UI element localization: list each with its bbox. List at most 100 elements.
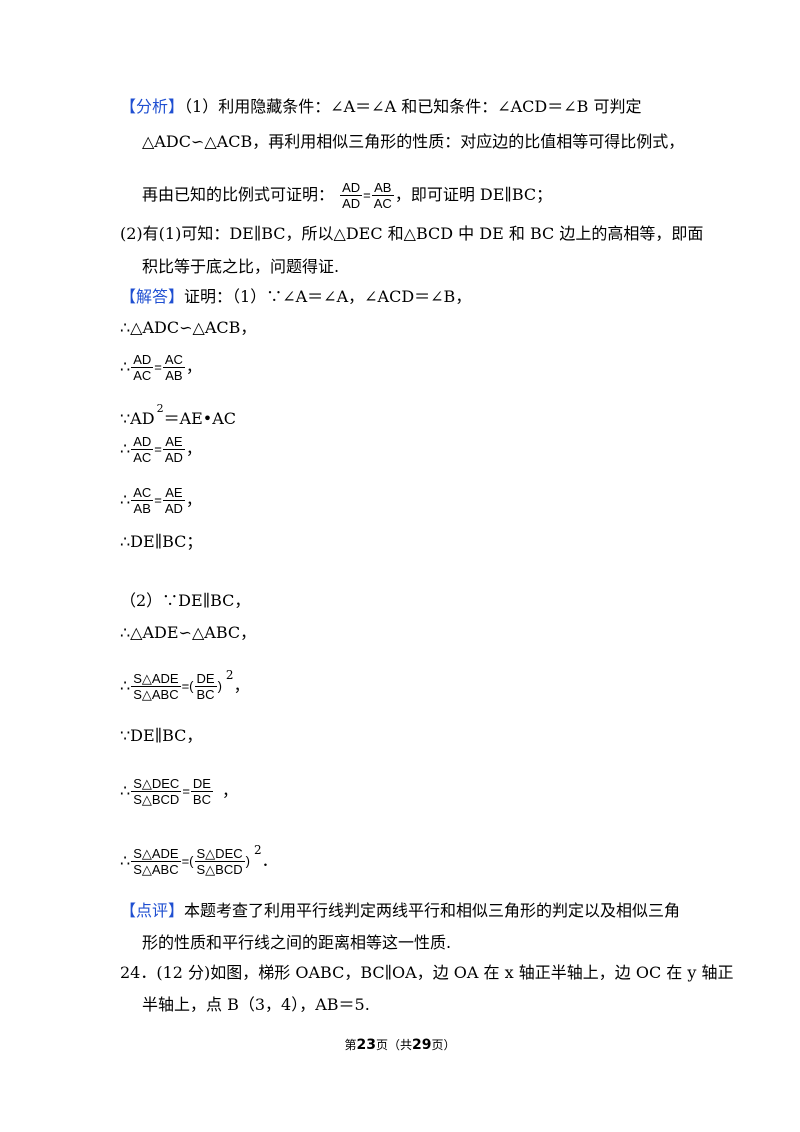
solution-part2-text-2: ∴△ADE∽△ABC， xyxy=(120,623,257,642)
problem-24-text-2: 半轴上，点 B（3，4），AB＝5. xyxy=(142,995,370,1014)
therefore: ∴ xyxy=(120,781,131,800)
denominator: S△BCD xyxy=(196,862,243,877)
close-paren: ) xyxy=(217,678,222,694)
therefore: ∴ xyxy=(120,439,131,458)
solution-text-4a: ∵AD xyxy=(120,409,155,428)
analysis-text-2: △ADC∽△ACB，再利用相似三角形的性质：对应边的比值相等可得比例式， xyxy=(142,132,685,151)
equals-paren: =( xyxy=(181,853,194,869)
analysis-line-5: 积比等于底之比，问题得证. xyxy=(142,256,339,278)
therefore: ∴ xyxy=(120,357,131,376)
equals: = xyxy=(363,187,371,203)
solution-text-7: ∴DE∥BC； xyxy=(120,532,203,551)
analysis-text-3b: ，即可证明 DE∥BC； xyxy=(394,185,553,204)
solution-part2-line-4: ∵DE∥BC， xyxy=(120,725,202,747)
therefore: ∴ xyxy=(120,490,131,509)
solution-part2-line-1: （2）∵DE∥BC， xyxy=(120,590,250,612)
page-number: 23 xyxy=(356,1037,376,1053)
solution-tag: 【解答】 xyxy=(120,287,185,306)
numerator: AD xyxy=(131,434,154,450)
problem-24-line-2: 半轴上，点 B（3，4），AB＝5. xyxy=(142,994,370,1016)
numerator: AE xyxy=(162,485,185,501)
numerator: DE xyxy=(194,671,217,687)
comma: ， xyxy=(185,490,202,509)
superscript: 2 xyxy=(156,402,164,415)
problem-24-line-1: 24．(12 分)如图，梯形 OABC，BC∥OA，边 OA 在 x 轴正半轴上… xyxy=(120,962,734,984)
denominator: AB xyxy=(133,501,151,516)
analysis-line-4: (2)有(1)可知：DE∥BC，所以△DEC 和△BCD 中 DE 和 BC 边… xyxy=(120,223,703,245)
denominator: BC xyxy=(196,687,215,702)
denominator: S△BCD xyxy=(133,792,180,807)
solution-line-7: ∴DE∥BC； xyxy=(120,531,202,553)
comma: ， xyxy=(185,357,202,376)
numerator: AC xyxy=(131,485,154,501)
solution-line-4: ∵AD2＝AE•AC xyxy=(120,398,236,430)
equals: = xyxy=(154,492,162,508)
problem-24-text-1: 24．(12 分)如图，梯形 OABC，BC∥OA，边 OA 在 x 轴正半轴上… xyxy=(120,963,734,982)
comment-tag: 【点评】 xyxy=(120,901,185,920)
denominator: AC xyxy=(133,450,152,465)
close-paren: ) xyxy=(245,853,250,869)
solution-text-1: 证明：（1）∵∠A＝∠A，∠ACD＝∠B， xyxy=(184,287,472,306)
numerator: DE xyxy=(190,776,213,792)
solution-part2-line-2: ∴△ADE∽△ABC， xyxy=(120,622,256,644)
numerator: AD xyxy=(131,352,154,368)
exponent: 2 xyxy=(253,843,262,857)
numerator: S△DEC xyxy=(131,776,182,792)
denominator: AD xyxy=(342,196,361,211)
comma: ， xyxy=(221,781,238,800)
denominator: S△ABC xyxy=(133,687,179,702)
analysis-text-3: 再由已知的比例式可证明： xyxy=(142,185,335,204)
solution-line-1: 【解答】证明：（1）∵∠A＝∠A，∠ACD＝∠B， xyxy=(120,286,471,308)
denominator: AB xyxy=(165,368,183,383)
period: ． xyxy=(261,851,278,870)
numerator: AB xyxy=(371,180,394,196)
solution-part2-text-1: （2）∵DE∥BC， xyxy=(120,591,251,610)
denominator: AC xyxy=(133,368,152,383)
numerator: S△ADE xyxy=(131,846,181,862)
analysis-text-5: 积比等于底之比，问题得证. xyxy=(142,257,340,276)
comma: ， xyxy=(185,439,202,458)
analysis-line-1: 【分析】（1）利用隐藏条件：∠A＝∠A 和已知条件：∠ACD＝∠B 可判定 xyxy=(120,96,642,118)
footer-suffix: 页） xyxy=(431,1038,456,1052)
equals-paren: =( xyxy=(181,678,194,694)
comment-text-1: 本题考查了利用平行线判定两线平行和相似三角形的判定以及相似三角 xyxy=(184,901,681,920)
equals: = xyxy=(182,783,190,799)
footer-middle: 页（共 xyxy=(375,1038,412,1052)
analysis-text-1: （1）利用隐藏条件：∠A＝∠A 和已知条件：∠ACD＝∠B 可判定 xyxy=(184,97,642,116)
analysis-text-4: (2)有(1)可知：DE∥BC，所以△DEC 和△BCD 中 DE 和 BC 边… xyxy=(120,224,704,243)
equals: = xyxy=(154,441,162,457)
denominator: AC xyxy=(373,196,392,211)
denominator: AD xyxy=(164,501,183,516)
solution-part2-text-4: ∵DE∥BC， xyxy=(120,726,203,745)
page-footer: 第23页（共29页） xyxy=(0,1036,800,1053)
solution-text-2: ∴△ADC∽△ACB， xyxy=(120,318,257,337)
denominator: S△ABC xyxy=(133,862,179,877)
numerator: AE xyxy=(162,434,185,450)
denominator: AD xyxy=(164,450,183,465)
numerator: AD xyxy=(340,180,363,196)
solution-line-2: ∴△ADC∽△ACB， xyxy=(120,317,256,339)
numerator: S△ADE xyxy=(131,671,181,687)
comment-line-1: 【点评】本题考查了利用平行线判定两线平行和相似三角形的判定以及相似三角 xyxy=(120,900,680,922)
page-total: 29 xyxy=(412,1037,432,1053)
analysis-line-2: △ADC∽△ACB，再利用相似三角形的性质：对应边的比值相等可得比例式， xyxy=(142,131,684,153)
therefore: ∴ xyxy=(120,851,131,870)
